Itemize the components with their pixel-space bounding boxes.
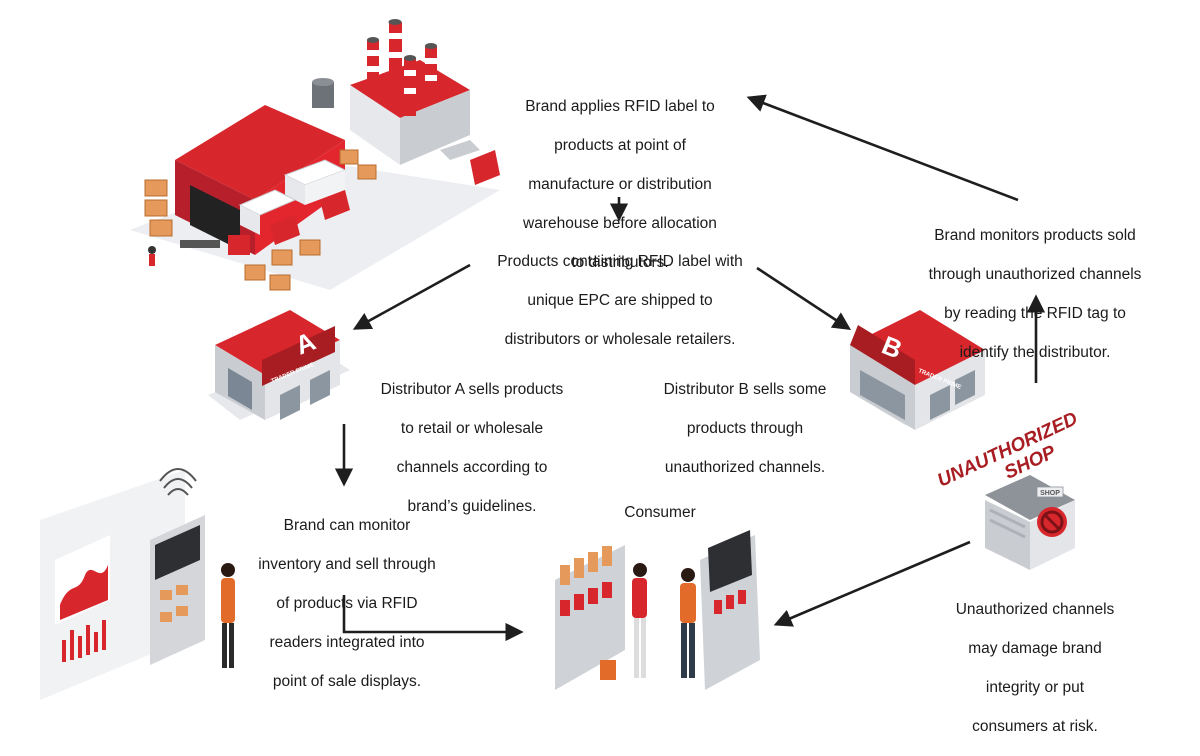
- rfid-supply-chain-diagram: SHOP A TRADER PRIME B TRADER PRIME UNAUT…: [40, 19, 1180, 735]
- consumer-store-illustration: [555, 530, 760, 690]
- text-line: Brand can monitor: [283, 516, 411, 534]
- chimney-icons: [367, 19, 437, 116]
- step-distributor-b-text: Distributor B sells some products throug…: [640, 360, 850, 497]
- step-unauthorized-risk-text: Unauthorized channels may damage brand i…: [925, 580, 1145, 756]
- arrow-shipping-to-distributor-b: [756, 266, 852, 331]
- text-line: through unauthorized channels: [928, 265, 1142, 283]
- text-line: Brand monitors products sold: [934, 226, 1136, 244]
- text-line: Distributor B sells some: [663, 380, 827, 398]
- text-line: consumers at risk.: [972, 717, 1098, 735]
- text-line: channels according to: [396, 458, 548, 476]
- consumer-label: Consumer: [624, 504, 696, 521]
- arrow-unauthorized-to-consumer: [773, 540, 971, 627]
- text-line: warehouse before allocation: [523, 214, 717, 232]
- text-line: readers integrated into: [269, 633, 425, 651]
- distributor-b-building: [850, 310, 985, 430]
- text-line: unique EPC are shipped to: [527, 291, 713, 309]
- text-line: may damage brand: [968, 639, 1102, 657]
- arrow-monitor-to-brand: [746, 94, 1019, 202]
- text-line: Products containing RFID label with: [497, 252, 743, 270]
- text-line: distributors or wholesale retailers.: [504, 330, 736, 348]
- arrow-shipping-to-distributor-a: [352, 263, 471, 330]
- step-monitor-pos-text: Brand can monitor inventory and sell thr…: [232, 496, 462, 711]
- truck-icons: [238, 140, 500, 245]
- text-line: identify the distributor.: [959, 343, 1111, 361]
- text-line: Unauthorized channels: [955, 600, 1115, 618]
- factory-warehouse-illustration: [130, 19, 500, 291]
- text-line: of products via RFID: [276, 594, 418, 612]
- shop-sign-text: SHOP: [1040, 490, 1060, 497]
- text-line: point of sale displays.: [272, 672, 422, 690]
- wifi-icon: [159, 468, 197, 496]
- text-line: by reading the RFID tag to: [944, 304, 1126, 322]
- text-line: products through: [686, 419, 804, 437]
- text-line: products at point of: [554, 136, 686, 154]
- text-line: Brand applies RFID label to: [525, 97, 715, 115]
- diagram-artwork: SHOP A TRADER PRIME B TRADER PRIME UNAUT…: [40, 19, 1081, 700]
- step-monitor-unauthorized-text: Brand monitors products sold through una…: [890, 206, 1180, 382]
- text-line: inventory and sell through: [258, 555, 436, 573]
- distributor-a-building: [208, 310, 350, 420]
- text-line: to retail or wholesale: [400, 419, 544, 437]
- text-line: manufacture or distribution: [528, 175, 712, 193]
- text-line: Distributor A sells products: [380, 380, 564, 398]
- pos-display-illustration: [40, 468, 235, 700]
- unauthorized-shop-illustration: SHOP: [985, 475, 1075, 570]
- step-label-apply-text: Brand applies RFID label to products at …: [480, 77, 760, 292]
- text-line: unauthorized channels.: [664, 458, 826, 476]
- text-line: to distributors.: [571, 253, 669, 271]
- text-line: integrity or put: [985, 678, 1085, 696]
- text-line: brand’s guidelines.: [407, 497, 537, 515]
- step-distributor-a-text: Distributor A sells products to retail o…: [352, 360, 592, 536]
- flow-arrows: [334, 94, 1046, 642]
- arrow-pos-to-consumer: [342, 595, 524, 642]
- step-shipping-text: Products containing RFID label with uniq…: [455, 232, 785, 369]
